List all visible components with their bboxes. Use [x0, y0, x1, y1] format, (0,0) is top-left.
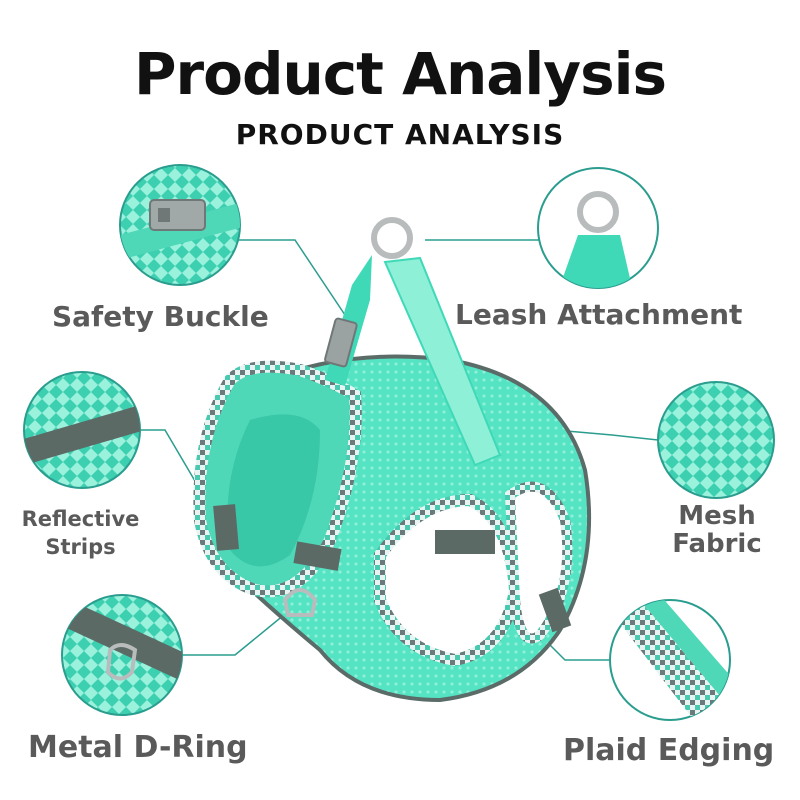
page-subtitle: PRODUCT ANALYSIS	[235, 118, 565, 151]
callout-circle-plaid	[609, 599, 731, 721]
callout-circle-safety-buckle	[119, 164, 241, 286]
label-plaid-edging: Plaid Edging	[563, 733, 775, 768]
label-mesh-line1: Mesh	[678, 501, 756, 531]
page-title: Product Analysis	[134, 40, 667, 108]
label-reflective-line2: Strips	[45, 535, 116, 559]
label-mesh-line2: Fabric	[672, 529, 762, 559]
callout-circle-d-ring	[61, 594, 183, 716]
label-leash-attachment: Leash Attachment	[455, 298, 743, 331]
harness-image	[193, 217, 592, 703]
callout-lines	[140, 239, 659, 661]
label-reflective-strips: Reflective Strips	[18, 505, 143, 561]
label-mesh-fabric: Mesh Fabric	[662, 502, 772, 558]
label-safety-buckle: Safety Buckle	[52, 300, 269, 333]
label-reflective-line1: Reflective	[21, 507, 140, 531]
callout-circle-reflective	[23, 371, 141, 489]
callout-circle-mesh	[657, 381, 775, 499]
label-metal-d-ring: Metal D-Ring	[28, 730, 248, 765]
callout-circle-leash	[537, 167, 659, 289]
